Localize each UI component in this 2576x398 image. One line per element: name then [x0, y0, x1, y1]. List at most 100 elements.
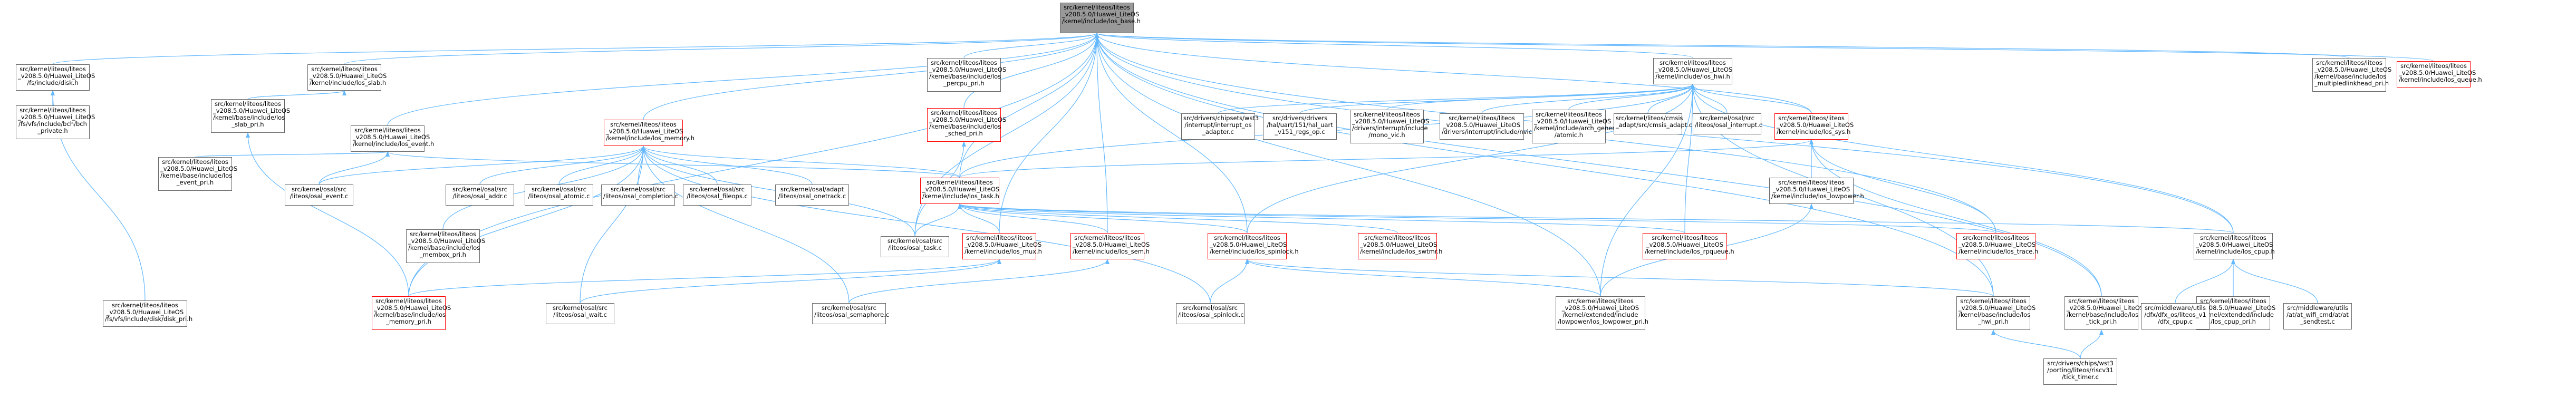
graph-edge: [1095, 33, 2102, 297]
graph-node-membox-pri[interactable]: src/kernel/liteos/liteos _v208.5.0/Huawe…: [406, 229, 485, 263]
graph-node-osal-atomic[interactable]: src/kernel/osal/src /liteos/osal_atomic.…: [525, 185, 593, 206]
graph-edge: [1809, 139, 2102, 297]
graph-node-mono-vic[interactable]: src/kernel/liteos/liteos _v208.5.0/Huawe…: [1350, 110, 1429, 143]
graph-edge: [1991, 329, 2081, 359]
graph-edge: [963, 33, 1099, 109]
graph-node-cmsis-adapt[interactable]: src/kernel/liteos/cmsis _adapt/src/cmsis…: [1614, 113, 1692, 134]
graph-node-osal-addr[interactable]: src/kernel/osal/src /liteos/osal_addr.c: [446, 185, 514, 206]
graph-node-cpup-h[interactable]: src/kernel/liteos/liteos _v208.5.0/Huawe…: [2194, 233, 2275, 259]
graph-edge: [641, 145, 718, 185]
graph-edge: [641, 145, 960, 178]
graph-node-event-pri[interactable]: src/kernel/liteos/liteos _v208.5.0/Huawe…: [158, 157, 237, 191]
graph-node-osal-wait[interactable]: src/kernel/osal/src /liteos/osal_wait.c: [546, 303, 614, 324]
graph-node-hwi-pri[interactable]: src/kernel/liteos/liteos _v208.5.0/Huawe…: [1956, 296, 2035, 330]
graph-node-hal-uart-regs[interactable]: src/drivers/drivers /hal/uart/151/hal_ua…: [1263, 113, 1337, 140]
graph-edge: [958, 203, 1398, 234]
graph-node-queue-h[interactable]: src/kernel/liteos/liteos _v208.5.0/Huawe…: [2397, 61, 2482, 88]
graph-node-interrupt-os-adapter[interactable]: src/drivers/chipsets/wst3 /interrupt/int…: [1181, 113, 1259, 140]
graph-node-sched-pri[interactable]: src/kernel/liteos/liteos _v208.5.0/Huawe…: [927, 108, 1006, 142]
graph-edge: [958, 203, 2234, 234]
graph-node-mux-h[interactable]: src/kernel/liteos/liteos _v208.5.0/Huawe…: [962, 233, 1042, 259]
graph-node-rpqueue-h[interactable]: src/kernel/liteos/liteos _v208.5.0/Huawe…: [1643, 233, 1734, 259]
graph-edge: [408, 259, 1001, 297]
graph-edge: [1386, 84, 1695, 110]
graph-node-event-h[interactable]: src/kernel/liteos/liteos _v208.5.0/Huawe…: [351, 125, 434, 152]
graph-edge: [1684, 84, 1695, 234]
graph-edge: [959, 33, 1099, 178]
graph-edge: [1247, 84, 1695, 234]
graph-node-osal-semaphore[interactable]: src/kernel/osal/src /liteos/osal_semapho…: [812, 303, 889, 324]
graph-edge: [1481, 84, 1695, 114]
graph-node-tick-pri[interactable]: src/kernel/liteos/liteos _v208.5.0/Huawe…: [2064, 296, 2144, 330]
graph-node-tick-timer[interactable]: src/drivers/chips/wst3 /porting/liteos/r…: [2043, 358, 2117, 385]
graph-edge: [1568, 84, 1695, 110]
graph-node-dfx-cpup[interactable]: src/middleware/utils /dfx/dfx_os/liteos_…: [2141, 303, 2210, 329]
graph-edge: [958, 203, 1685, 234]
graph-node-root[interactable]: src/kernel/liteos/liteos _v208.5.0/Huawe…: [1060, 3, 1141, 33]
graph-node-lowpower-h[interactable]: src/kernel/liteos/liteos _v208.5.0/Huawe…: [1769, 178, 1864, 204]
graph-edge: [1095, 33, 1812, 114]
graph-edge: [319, 151, 390, 185]
graph-node-hwi-h[interactable]: src/kernel/liteos/liteos _v208.5.0/Huawe…: [1653, 58, 1732, 84]
graph-edge: [963, 33, 1099, 59]
graph-edge: [2175, 259, 2235, 304]
graph-node-memory-pri[interactable]: src/kernel/liteos/liteos _v208.5.0/Huawe…: [372, 296, 451, 330]
graph-node-sem-h[interactable]: src/kernel/liteos/liteos _v208.5.0/Huawe…: [1070, 233, 1150, 259]
graph-node-bch-private[interactable]: src/kernel/liteos/liteos _v208.5.0/Huawe…: [16, 105, 95, 139]
graph-edge: [52, 33, 1099, 65]
graph-edge: [641, 145, 813, 185]
graph-edge: [1095, 33, 1108, 234]
graph-node-at-sendtest[interactable]: src/middleware/utils /at/at_wifi_cmd/at/…: [2283, 303, 2352, 329]
graph-edge: [558, 145, 645, 185]
graph-node-osal-event[interactable]: src/kernel/osal/src /liteos/osal_event.c: [285, 185, 353, 206]
graph-node-osal-spinlock[interactable]: src/kernel/osal/src /liteos/osal_spinloc…: [1176, 303, 1244, 324]
graph-node-slab-h[interactable]: src/kernel/liteos/liteos _v208.5.0/Huawe…: [307, 64, 387, 91]
graph-edge: [1095, 33, 1601, 297]
graph-node-osal-fileops[interactable]: src/kernel/osal/src /liteos/osal_fileops…: [683, 185, 751, 206]
graph-node-memory-h[interactable]: src/kernel/liteos/liteos _v208.5.0/Huawe…: [604, 120, 694, 146]
graph-node-task-h[interactable]: src/kernel/liteos/liteos _v208.5.0/Huawe…: [920, 178, 999, 204]
graph-node-disk-h[interactable]: src/kernel/liteos/liteos _v208.5.0/Huawe…: [16, 64, 95, 91]
graph-edge: [959, 139, 1813, 178]
graph-node-sys-h[interactable]: src/kernel/liteos/liteos _v208.5.0/Huawe…: [1774, 113, 1854, 140]
graph-node-spinlock-h[interactable]: src/kernel/liteos/liteos _v208.5.0/Huawe…: [1208, 233, 1299, 259]
graph-edge: [246, 132, 409, 297]
graph-edge: [1095, 33, 1994, 297]
graph-node-percpu-pri[interactable]: src/kernel/liteos/liteos _v208.5.0/Huawe…: [927, 58, 1006, 92]
graph-edge: [195, 151, 390, 158]
graph-node-osal-interrupt[interactable]: src/kernel/osal/src /liteos/osal_interru…: [1693, 113, 1762, 134]
graph-node-osal-completion[interactable]: src/kernel/osal/src /liteos/osal_complet…: [601, 185, 678, 206]
graph-edge: [1691, 84, 1728, 114]
graph-node-osal-onetrack[interactable]: src/kernel/osal/adapt /liteos/osal_onetr…: [775, 185, 849, 206]
graph-edge: [1210, 259, 1249, 304]
graph-edge: [958, 203, 1248, 234]
graph-edge: [643, 33, 1099, 120]
graph-node-trace-h[interactable]: src/kernel/liteos/liteos _v208.5.0/Huawe…: [1956, 233, 2038, 259]
graph-node-arch-generic-atomic[interactable]: src/kernel/liteos/liteos _v208.5.0/Huawe…: [1532, 110, 1620, 143]
graph-edge: [848, 259, 1109, 304]
graph-edge: [385, 151, 960, 178]
graph-node-osal-task[interactable]: src/kernel/osal/src /liteos/osal_task.c: [881, 236, 949, 257]
graph-node-slab-pri[interactable]: src/kernel/liteos/liteos _v208.5.0/Huawe…: [211, 99, 290, 133]
graph-edge: [914, 203, 962, 237]
graph-edge: [344, 33, 1099, 65]
graph-node-disk-pri[interactable]: src/kernel/liteos/liteos _v208.5.0/Huawe…: [103, 300, 192, 327]
graph-edge: [1245, 259, 1994, 297]
graph-node-swtmr-h[interactable]: src/kernel/liteos/liteos _v208.5.0/Huawe…: [1358, 233, 1442, 259]
graph-node-cpup-pri[interactable]: src/kernel/liteos/liteos _v208.5.0/Huawe…: [2196, 296, 2275, 330]
graph-edge: [1218, 84, 1695, 114]
graph-edge: [2080, 329, 2104, 359]
graph-edge: [641, 145, 850, 304]
graph-edge: [247, 90, 346, 100]
graph-node-nvic-h[interactable]: src/kernel/liteos/liteos _v208.5.0/Huawe…: [1440, 113, 1538, 140]
graph-edge: [641, 145, 1211, 304]
graph-edge: [958, 203, 1996, 234]
graph-edge: [2231, 259, 2318, 304]
graph-edge: [1095, 33, 1693, 59]
graph-edge: [999, 33, 1099, 234]
graph-node-lowpower-pri[interactable]: src/kernel/liteos/liteos _v208.5.0/Huawe…: [1556, 296, 1648, 330]
graph-edge: [1691, 84, 2234, 234]
graph-edge: [319, 145, 645, 185]
graph-node-multiple-dlinkhead[interactable]: src/kernel/liteos/liteos _v208.5.0/Huawe…: [2312, 58, 2391, 92]
